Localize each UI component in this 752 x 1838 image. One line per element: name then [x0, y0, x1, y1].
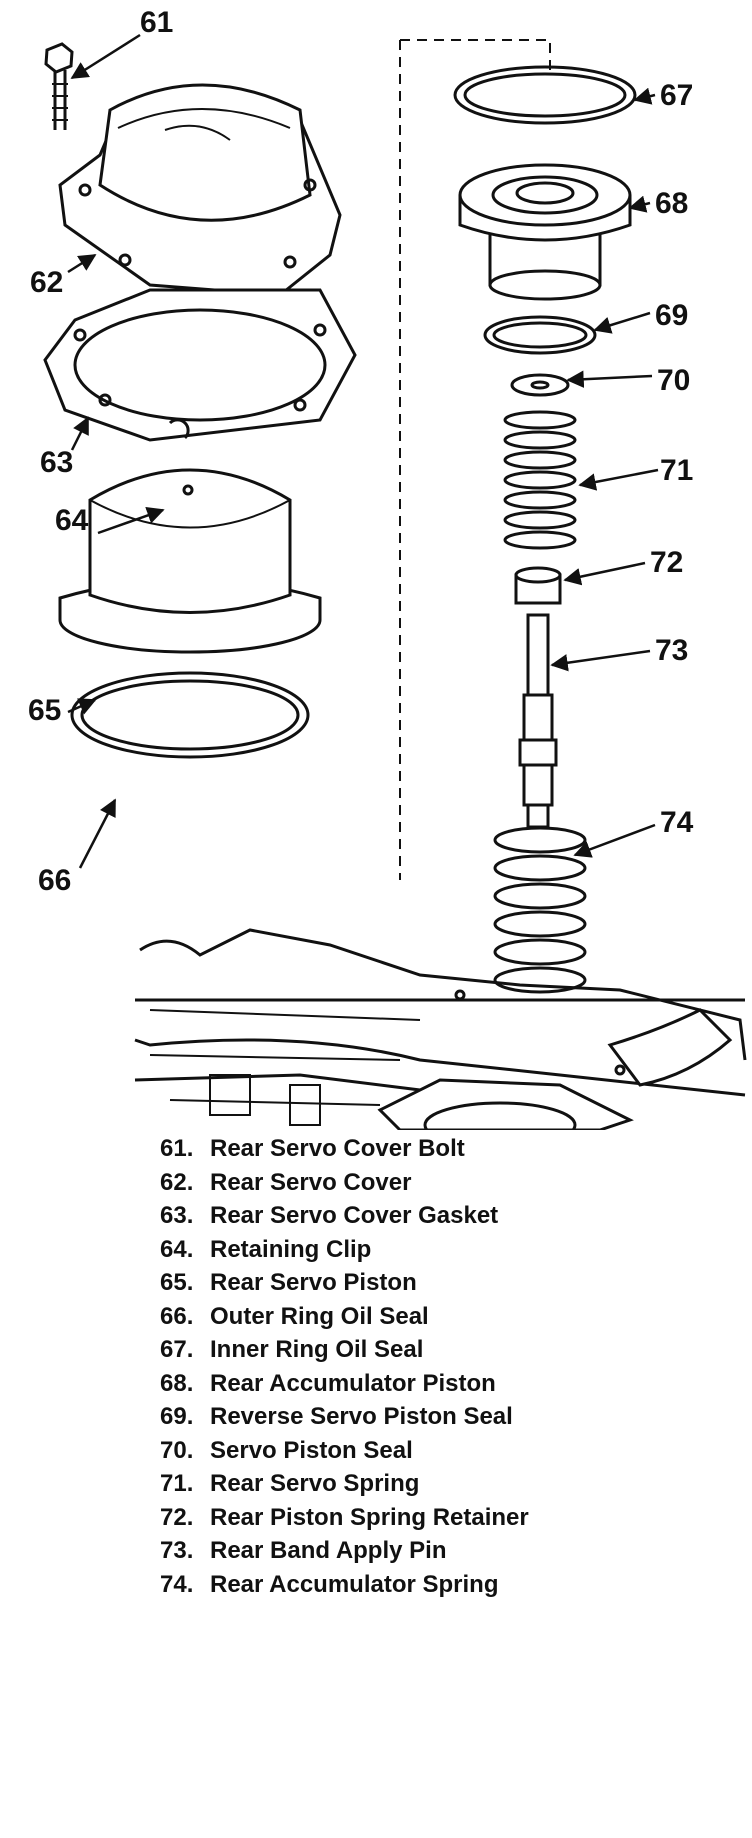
legend-label: Retaining Clip [210, 1235, 372, 1263]
exploded-parts-diagram: 61 62 63 64 65 66 67 68 69 70 71 72 73 7… [28, 6, 747, 1130]
legend-number: 70. [160, 1436, 194, 1464]
rear-band-apply-pin-part [518, 613, 558, 829]
legend-number: 72. [160, 1503, 194, 1531]
legend-item: 61. Rear Servo Cover Bolt [160, 1132, 740, 1166]
legend-label: Servo Piston Seal [210, 1436, 413, 1464]
legend-number: 61. [160, 1135, 194, 1162]
rear-accumulator-piston-part [458, 163, 632, 301]
callout-66: 66 [38, 864, 71, 897]
legend-number: 68. [160, 1369, 194, 1397]
callout-65: 65 [28, 694, 61, 727]
rear-servo-cover-part [58, 83, 342, 297]
legend-item: 67. Inner Ring Oil Seal [160, 1333, 740, 1367]
callout-62: 62 [30, 266, 63, 299]
transmission-case-illustration [134, 928, 747, 1130]
legend-number: 67. [160, 1336, 194, 1363]
legend-label: Rear Servo Cover [210, 1168, 412, 1196]
legend-label: Rear Accumulator Spring [210, 1570, 499, 1598]
legend-item: 70. Servo Piston Seal [160, 1434, 740, 1468]
legend-label: Outer Ring Oil Seal [210, 1302, 429, 1330]
legend-number: 64. [160, 1235, 194, 1263]
legend-item: 71. Rear Servo Spring [160, 1467, 740, 1501]
legend-number: 62. [160, 1168, 194, 1196]
alignment-guide-line [399, 39, 551, 880]
legend-label: Rear Piston Spring Retainer [210, 1503, 529, 1531]
callout-63: 63 [40, 446, 73, 479]
legend-label: Rear Band Apply Pin [210, 1537, 447, 1564]
legend-item: 62. Rear Servo Cover [160, 1166, 740, 1200]
legend-number: 73. [160, 1537, 194, 1564]
callout-64: 64 [55, 504, 89, 537]
servo-piston-seal-part [510, 373, 570, 397]
outer-ring-oil-seal-part [70, 671, 310, 759]
legend-item: 68. Rear Accumulator Piston [160, 1367, 740, 1401]
retaining-clip-part [168, 418, 190, 440]
callout-70: 70 [657, 364, 690, 397]
legend-label: Reverse Servo Piston Seal [210, 1403, 513, 1430]
reverse-servo-piston-seal-part [483, 315, 597, 355]
rear-servo-spring-part [503, 410, 577, 550]
legend-number: 74. [160, 1570, 194, 1598]
callout-74: 74 [660, 806, 694, 839]
legend-item: 64. Retaining Clip [160, 1233, 740, 1267]
callout-73: 73 [655, 634, 688, 667]
legend-label: Rear Servo Cover Bolt [210, 1135, 465, 1162]
callout-61: 61 [140, 6, 173, 39]
parts-legend: 61. Rear Servo Cover Bolt 62. Rear Servo C… [160, 1132, 740, 1601]
rear-accumulator-spring-part [493, 826, 587, 994]
legend-item: 66. Outer Ring Oil Seal [160, 1300, 740, 1334]
legend-label: Rear Servo Spring [210, 1470, 420, 1497]
legend-item: 63. Rear Servo Cover Gasket [160, 1199, 740, 1233]
legend-label: Rear Servo Cover Gasket [210, 1202, 499, 1229]
callout-68: 68 [655, 187, 688, 220]
inner-ring-oil-seal-part [453, 65, 637, 125]
callout-69: 69 [655, 299, 688, 332]
legend-number: 69. [160, 1403, 194, 1430]
legend-number: 71. [160, 1470, 194, 1497]
callout-72: 72 [650, 546, 683, 579]
legend-item: 72. Rear Piston Spring Retainer [160, 1501, 740, 1535]
callout-71: 71 [660, 454, 693, 487]
legend-item: 69. Reverse Servo Piston Seal [160, 1400, 740, 1434]
legend-number: 65. [160, 1269, 194, 1296]
legend-number: 66. [160, 1302, 194, 1330]
legend-label: Rear Servo Piston [210, 1269, 417, 1296]
callout-67: 67 [660, 79, 693, 112]
legend-label: Rear Accumulator Piston [210, 1369, 496, 1397]
rear-servo-cover-bolt-part [44, 42, 74, 130]
legend-item: 73. Rear Band Apply Pin [160, 1534, 740, 1568]
rear-servo-cover-gasket-part [43, 288, 357, 442]
legend-label: Inner Ring Oil Seal [210, 1336, 424, 1363]
legend-number: 63. [160, 1202, 194, 1229]
legend-item: 65. Rear Servo Piston [160, 1266, 740, 1300]
rear-piston-spring-retainer-part [514, 566, 562, 605]
leader-lines [67, 33, 659, 869]
legend-item: 74. Rear Accumulator Spring [160, 1568, 740, 1602]
rear-servo-piston-part [58, 468, 322, 654]
